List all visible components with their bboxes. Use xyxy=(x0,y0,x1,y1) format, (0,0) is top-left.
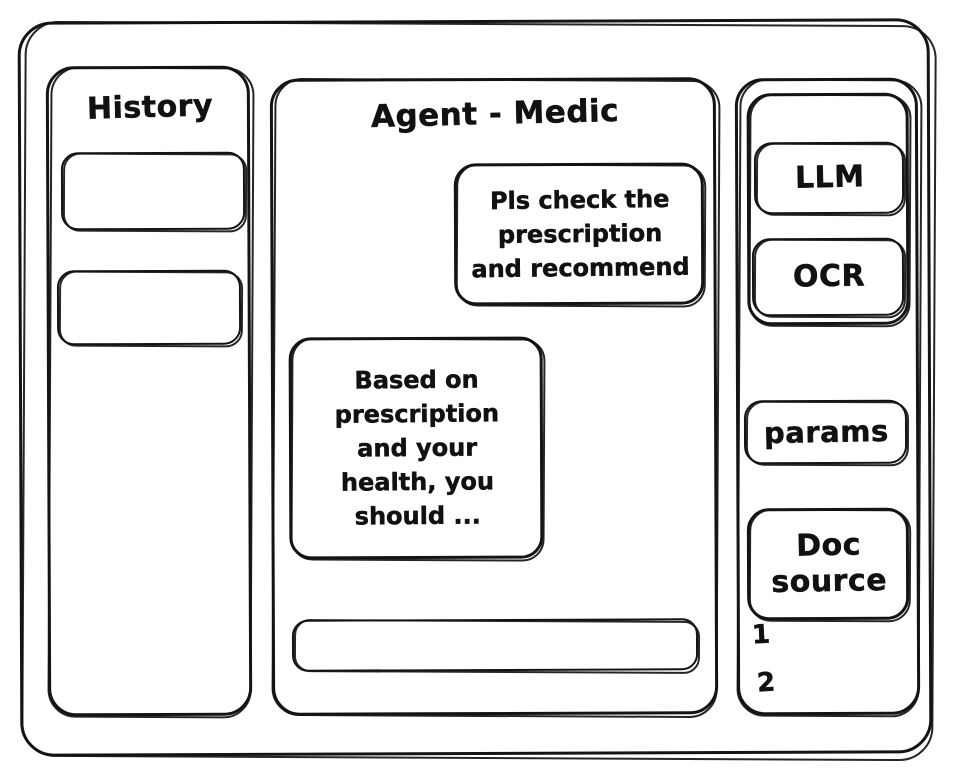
history-item[interactable] xyxy=(62,152,246,230)
user-message-text: Pls check the prescription and recommend xyxy=(471,184,690,284)
doc-source-button[interactable]: Doc source xyxy=(748,508,910,620)
ocr-button[interactable]: OCR xyxy=(753,238,905,316)
doc-source-list-item[interactable]: 2 xyxy=(755,667,777,699)
llm-button[interactable]: LLM xyxy=(755,142,905,214)
assistant-message-bubble: Based on prescription and your health, y… xyxy=(290,337,544,559)
doc-source-list-item[interactable]: 1 xyxy=(751,619,771,651)
params-button-label: params xyxy=(763,413,890,450)
llm-button-label: LLM xyxy=(794,159,866,196)
message-input[interactable] xyxy=(293,619,699,671)
assistant-message-text: Based on prescription and your health, y… xyxy=(334,365,499,531)
ocr-button-label: OCR xyxy=(792,258,866,295)
history-item[interactable] xyxy=(58,270,242,345)
user-message-bubble: Pls check the prescription and recommend xyxy=(455,163,705,305)
history-panel-title: History xyxy=(86,88,214,127)
doc-source-label: Doc source xyxy=(771,527,888,601)
params-button[interactable]: params xyxy=(745,400,908,464)
